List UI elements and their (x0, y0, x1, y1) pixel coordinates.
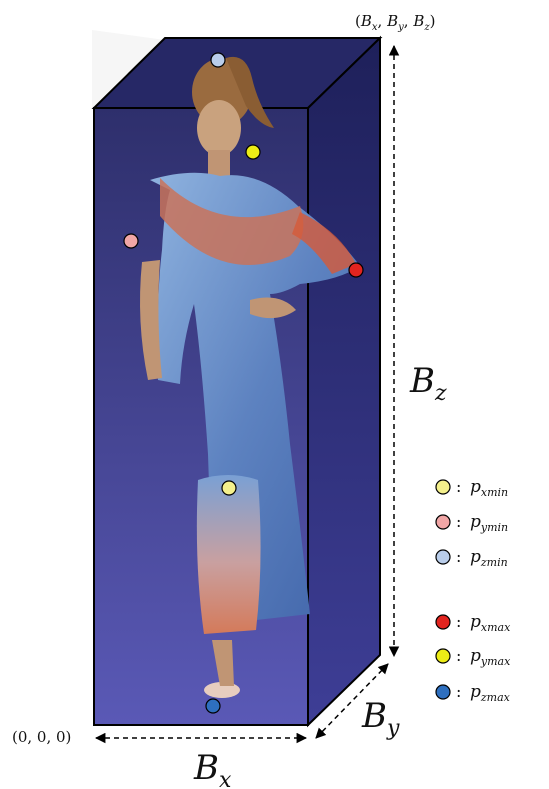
legend-separator: : (456, 682, 461, 701)
legend-label-zmin: pzmin (470, 547, 508, 569)
legend-separator: : (456, 477, 461, 496)
point-ymax-marker (246, 145, 260, 159)
legend-item-zmax: : pzmax (436, 682, 511, 704)
corner-top-label: (Bx, By, Bz) (355, 12, 435, 33)
legend-swatch-zmax (436, 685, 450, 699)
point-ymin-marker (124, 234, 138, 248)
by-label: By (361, 696, 400, 741)
legend-item-ymax: : pymax (436, 646, 511, 668)
legend-label-ymin: pymin (470, 512, 508, 534)
legend-label-zmax: pzmax (470, 682, 511, 704)
legend-swatch-ymin (436, 515, 450, 529)
box-side-face (308, 38, 380, 725)
bx-label: Bx (193, 748, 232, 789)
legend: : pxmin: pymin: pzmin: pxmax: pymax: pzmax (436, 477, 511, 704)
bz-label: Bz (409, 361, 447, 406)
legend-item-ymin: : pymin (436, 512, 508, 534)
point-xmin-marker (222, 481, 236, 495)
legend-swatch-zmin (436, 550, 450, 564)
legend-item-xmax: : pxmax (436, 612, 511, 634)
legend-swatch-ymax (436, 649, 450, 663)
point-zmax-marker (206, 699, 220, 713)
legend-label-ymax: pymax (470, 646, 511, 668)
legend-separator: : (456, 646, 461, 665)
legend-item-zmin: : pzmin (436, 547, 508, 569)
legend-separator: : (456, 612, 461, 631)
legend-label-xmin: pxmin (470, 477, 508, 499)
legend-separator: : (456, 547, 461, 566)
legend-swatch-xmax (436, 615, 450, 629)
legend-separator: : (456, 512, 461, 531)
legend-label-xmax: pxmax (470, 612, 511, 634)
point-zmin-marker (211, 53, 225, 67)
point-xmax-marker (349, 263, 363, 277)
legend-swatch-xmin (436, 480, 450, 494)
corner-origin-label: (0, 0, 0) (12, 728, 71, 746)
legend-item-xmin: : pxmin (436, 477, 508, 499)
